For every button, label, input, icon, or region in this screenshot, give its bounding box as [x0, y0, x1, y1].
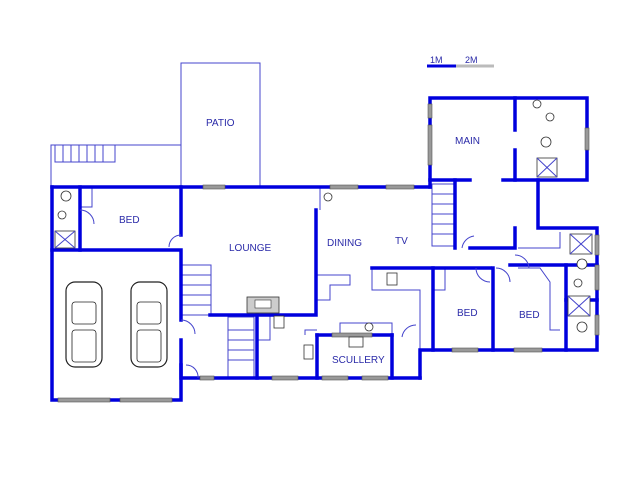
toilet-icon: [576, 321, 588, 333]
basin-icon: [573, 278, 583, 288]
doors: [79, 209, 530, 379]
toilet-icon: [60, 190, 72, 202]
scale-label-2m: 2M: [465, 55, 478, 65]
room-label-scullery: SCULLERY: [332, 355, 385, 366]
toilet-icon: [540, 136, 552, 148]
room-label-main: MAIN: [455, 136, 480, 147]
room-label-lounge: LOUNGE: [229, 243, 272, 254]
room-label-patio: PATIO: [206, 118, 235, 129]
lounge-steps: [180, 264, 212, 316]
basin-icon: [532, 99, 542, 109]
basin-icon: [364, 322, 374, 332]
fixtures: [54, 99, 593, 360]
windows: [57, 103, 600, 403]
toilet-icon: [576, 258, 588, 270]
sink-icon: [348, 336, 364, 348]
room-label-tv: TV: [395, 236, 408, 247]
main-staircase: [431, 183, 455, 247]
car-icon: [65, 281, 103, 368]
stove-icon: [386, 272, 398, 286]
sink-icon: [303, 344, 314, 360]
scale-label-1m: 1M: [430, 55, 443, 65]
room-label-bed: BED: [119, 215, 140, 226]
scale-bar: 1M 2M: [427, 55, 494, 68]
external-stairs: [54, 144, 116, 163]
basin-icon: [57, 210, 67, 220]
stove-icon: [273, 315, 285, 329]
room-label-dining: DINING: [327, 238, 362, 249]
room-label-bed: BED: [519, 310, 540, 321]
internal-staircase: [227, 316, 255, 378]
basin-icon: [545, 112, 555, 122]
room-label-bed: BED: [457, 308, 478, 319]
basin-icon: [323, 192, 333, 202]
car-icon: [130, 281, 168, 368]
